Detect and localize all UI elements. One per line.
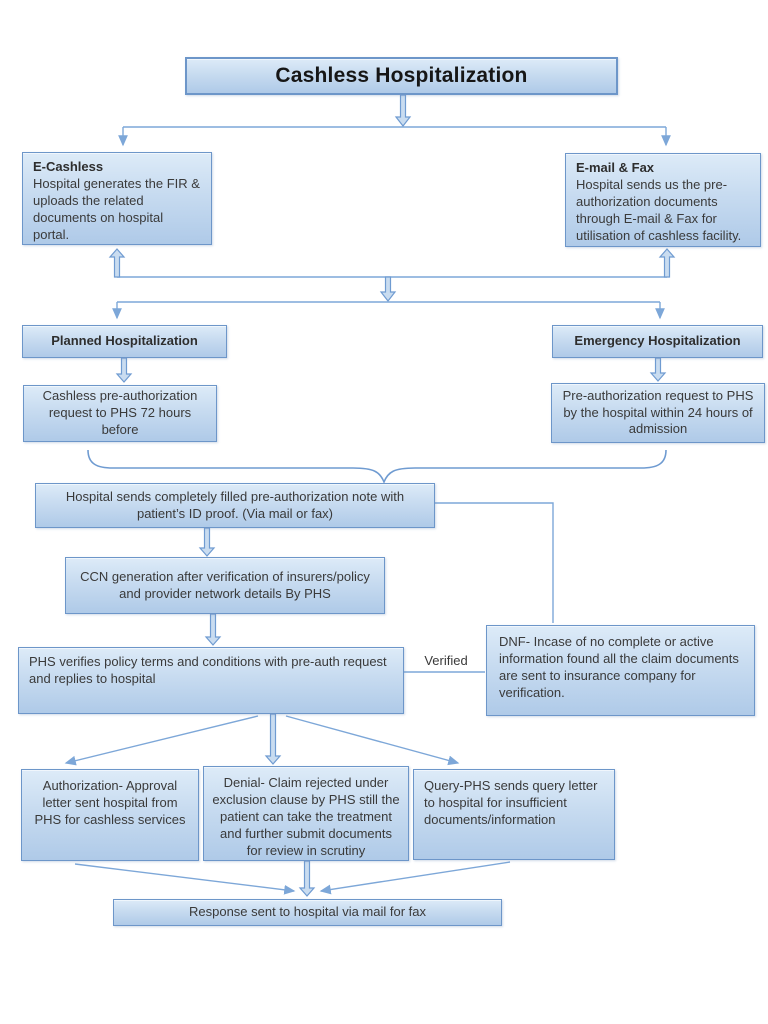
arrow-title-down	[394, 94, 412, 127]
node-planned-request: Cashless pre-authorization request to PH…	[23, 385, 217, 442]
arrow-query-to-response	[319, 861, 511, 895]
arrow-up-ecashless	[108, 248, 126, 278]
arrow-emergency-request	[649, 357, 667, 382]
brace-merge	[87, 449, 667, 485]
arrow-up-emailfax	[658, 248, 676, 278]
node-phs-verifies: PHS verifies policy terms and conditions…	[18, 647, 404, 714]
arrow-to-query	[285, 715, 460, 766]
arrow-to-ccn	[198, 527, 216, 557]
line-preauth-to-dnf	[435, 502, 554, 623]
arrow-planned-request	[115, 357, 133, 383]
arrow-center-down	[379, 276, 397, 302]
node-email-fax: E-mail & Fax Hospital sends us the pre-a…	[565, 153, 761, 247]
e-cashless-body: Hospital generates the FIR & uploads the…	[33, 175, 200, 242]
arrow-to-phs	[204, 613, 222, 646]
node-dnf: DNF- Incase of no complete or active inf…	[486, 625, 755, 716]
node-planned-hospitalization: Planned Hospitalization	[22, 325, 227, 358]
node-authorization: Authorization- Approval letter sent hosp…	[21, 769, 199, 861]
node-emergency-request: Pre-authorization request to PHS by the …	[551, 383, 765, 443]
edge-label-verified: Verified	[424, 653, 468, 668]
node-denial: Denial- Claim rejected under exclusion c…	[203, 766, 409, 861]
email-fax-heading: E-mail & Fax	[576, 160, 655, 175]
node-emergency-hospitalization: Emergency Hospitalization	[552, 325, 763, 358]
arrow-auth-to-response	[74, 863, 296, 895]
node-query: Query-PHS sends query letter to hospital…	[413, 769, 615, 860]
node-e-cashless: E-Cashless Hospital generates the FIR & …	[22, 152, 212, 245]
node-preauth-note: Hospital sends completely filled pre-aut…	[35, 483, 435, 528]
node-ccn-generation: CCN generation after verification of ins…	[65, 557, 385, 614]
email-fax-body: Hospital sends us the pre-authorization …	[576, 176, 742, 243]
arrow-to-denial	[264, 713, 282, 765]
e-cashless-heading: E-Cashless	[33, 159, 104, 174]
arrow-denial-to-response	[298, 860, 316, 897]
node-response: Response sent to hospital via mail for f…	[113, 899, 502, 926]
node-title: Cashless Hospitalization	[185, 57, 618, 95]
arrow-to-authorization	[64, 715, 259, 766]
